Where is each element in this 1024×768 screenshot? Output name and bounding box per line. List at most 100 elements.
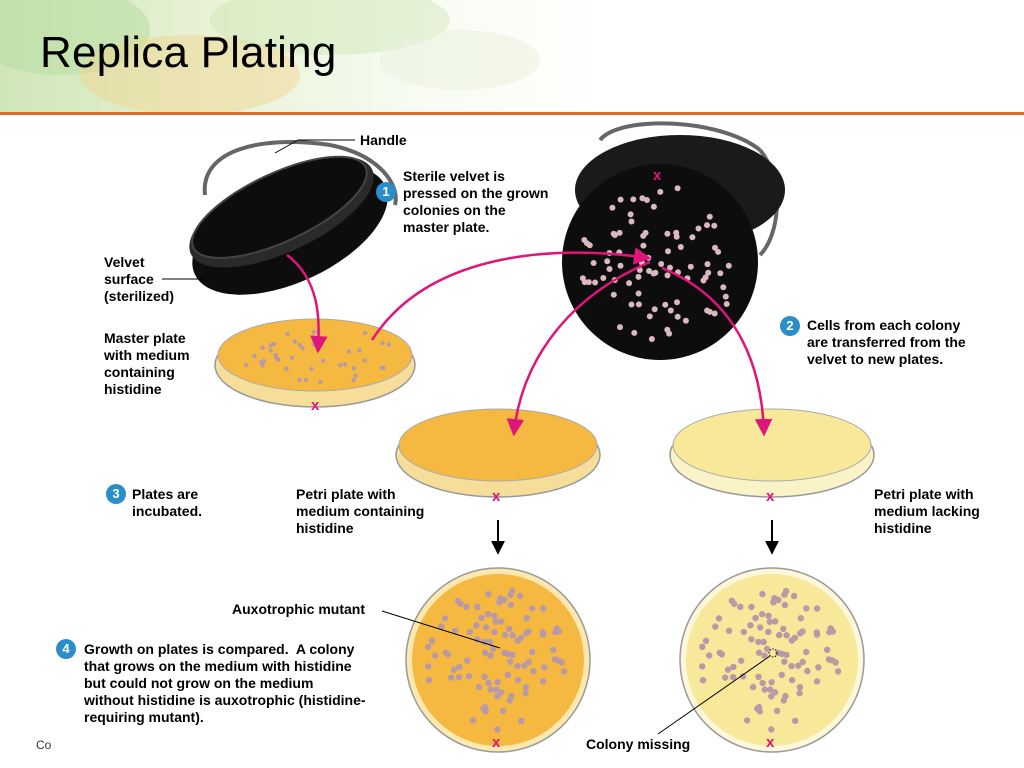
right-colony [792, 718, 798, 724]
right-colony [765, 629, 771, 635]
velvet-colony [675, 314, 681, 320]
left-colony [491, 629, 497, 635]
right-colony [814, 605, 820, 611]
plate-with-histidine-mark: x [492, 488, 500, 505]
left-colony [508, 693, 514, 699]
left-colony [529, 605, 535, 611]
step-2-badge: 2 [780, 316, 800, 336]
velvet-colony [662, 302, 668, 308]
velvet-colony [675, 185, 681, 191]
right-colony [782, 693, 788, 699]
master-colony [338, 363, 342, 367]
velvet-colony [665, 248, 671, 254]
step-3-badge: 3 [106, 484, 126, 504]
right-colony [755, 674, 761, 680]
master-colony [312, 330, 316, 334]
velvet-colony [629, 219, 635, 225]
master-colony [260, 345, 264, 349]
velvet-colony [580, 275, 586, 281]
velvet-colony [696, 226, 702, 232]
right-colony [799, 628, 805, 634]
right-colony [757, 624, 763, 630]
velvet-colony [712, 311, 718, 317]
left-colony [518, 635, 524, 641]
master-colony [262, 359, 266, 363]
velvet-colony [705, 270, 711, 276]
right-colony [779, 672, 785, 678]
right-colony [771, 595, 777, 601]
step-2-text: Cells from each colony are transferred f… [807, 317, 966, 368]
velvet-colony [647, 313, 653, 319]
velvet-mark: x [653, 167, 661, 184]
velvet-colony [678, 244, 684, 250]
right-colony [815, 664, 821, 670]
right-colony [699, 644, 705, 650]
left-colony [481, 674, 487, 680]
left-colony [448, 674, 454, 680]
left-colony [494, 726, 500, 732]
incubated-plate-with-histidine [406, 568, 590, 752]
step-4-text: Growth on plates is compared. A colony t… [84, 641, 366, 726]
velvet-colony [683, 318, 689, 324]
velvet-colony [604, 258, 610, 264]
master-colony [290, 356, 294, 360]
master-colony [347, 349, 351, 353]
velvet-colony [712, 245, 718, 251]
velvet-colony [673, 230, 679, 236]
left-colony [523, 684, 529, 690]
velvet-colony [649, 336, 655, 342]
left-colony [501, 650, 507, 656]
master-colony [293, 339, 297, 343]
left-colony [530, 668, 536, 674]
velvet-colony [688, 264, 694, 270]
left-colony [488, 686, 494, 692]
auxotrophic-mutant-label: Auxotrophic mutant [232, 601, 365, 618]
left-colony [494, 679, 500, 685]
right-colony [824, 647, 830, 653]
master-colony [272, 342, 276, 346]
left-colony [491, 613, 497, 619]
left-colony [541, 664, 547, 670]
master-colony [352, 366, 356, 370]
left-colony [464, 658, 470, 664]
velvet-colony [618, 263, 624, 269]
master-colony [274, 355, 278, 359]
right-colony [783, 632, 789, 638]
left-colony [429, 638, 435, 644]
left-colony [509, 632, 515, 638]
master-colony [380, 341, 384, 345]
step-4-badge: 4 [56, 639, 76, 659]
left-colony [473, 622, 479, 628]
right-colony [722, 674, 728, 680]
right-colony [759, 591, 765, 597]
right-colony [762, 686, 768, 692]
right-colony [772, 618, 778, 624]
left-colony [525, 628, 531, 634]
left-colony [445, 651, 451, 657]
velvet-colony [611, 231, 617, 237]
left-colony [470, 717, 476, 723]
velvet-colony [704, 222, 710, 228]
velvet-colony [689, 234, 695, 240]
velvet-colony [720, 284, 726, 290]
left-colony [483, 624, 489, 630]
incubated-right-mark: x [766, 734, 774, 751]
right-colony [767, 686, 773, 692]
left-colony [425, 644, 431, 650]
left-colony [456, 674, 462, 680]
right-colony [764, 646, 770, 652]
velvet-colony [705, 261, 711, 267]
left-colony [526, 659, 532, 665]
velvet-colony [707, 214, 713, 220]
velvet-colony [674, 299, 680, 305]
left-colony [500, 708, 506, 714]
right-colony [759, 680, 765, 686]
left-colony [478, 615, 484, 621]
petri-with-histidine-label: Petri plate with medium containing histi… [296, 486, 424, 537]
velvet-colony [724, 301, 730, 307]
petri-plate-without-histidine [670, 409, 874, 497]
velvet-colony [618, 197, 624, 203]
left-colony [550, 647, 556, 653]
right-colony [712, 623, 718, 629]
left-colony [463, 604, 469, 610]
